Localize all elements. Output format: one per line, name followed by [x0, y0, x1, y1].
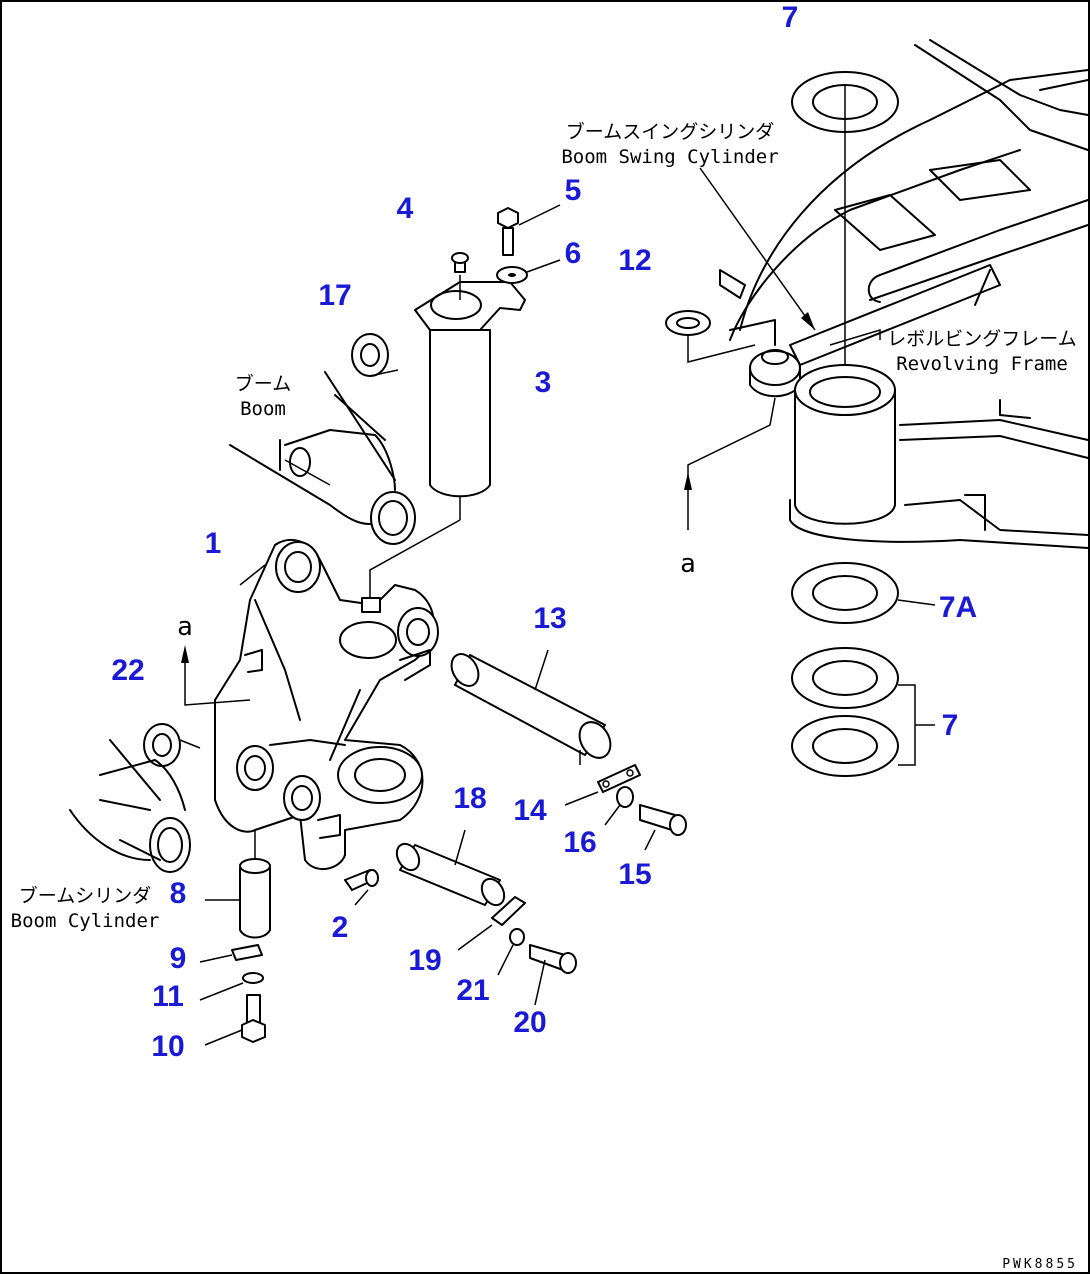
label-boom-cylinder-en: Boom Cylinder	[11, 910, 160, 932]
callout-21: 21	[456, 974, 489, 1007]
shim-7a	[791, 562, 936, 624]
bolt-10	[204, 994, 266, 1046]
callout-8: 8	[170, 877, 187, 910]
boom-cylinder-shape	[69, 739, 191, 873]
reference-a-left	[181, 645, 251, 706]
label-revolving-frame-jp: レボルビングフレーム	[887, 328, 1076, 350]
frame-bushing-shape	[794, 364, 896, 525]
washer-16	[604, 786, 634, 826]
callout-2: 2	[332, 911, 349, 944]
swing-bracket-1	[214, 539, 439, 870]
callout-19: 19	[408, 944, 441, 977]
bolt-2	[344, 869, 379, 906]
label-boom-swing-cylinder-en: Boom Swing Cylinder	[561, 146, 778, 168]
callout-17: 17	[318, 279, 351, 312]
callout-20: 20	[513, 1006, 546, 1039]
label-boom-en: Boom	[240, 398, 286, 420]
washer-22	[143, 723, 201, 767]
boom-swing-cylinder-shape	[749, 264, 1001, 398]
label-boom-swing-cylinder-jp: ブームスイングシリンダ	[566, 120, 774, 143]
bolt-4	[451, 252, 469, 300]
label-ref-a-left: a	[177, 612, 193, 642]
callout-18: 18	[453, 782, 486, 815]
pin-18	[395, 829, 506, 907]
plate-19	[457, 896, 526, 951]
washer-17	[351, 333, 399, 377]
washer-6	[496, 259, 561, 284]
shims-7-bottom	[791, 647, 935, 777]
callout-3: 3	[535, 366, 552, 399]
label-boom-cylinder-jp: ブームシリンダ	[19, 884, 151, 907]
leader-revolving-frame	[829, 328, 881, 346]
callout-16: 16	[563, 826, 596, 859]
callout-10: 10	[151, 1030, 184, 1063]
revolving-frame-shape	[719, 39, 1089, 549]
callout-7-top: 7	[782, 1, 799, 34]
drawing-code: PWK8855	[1002, 1257, 1078, 1272]
callout-12: 12	[618, 244, 651, 277]
callout-1: 1	[205, 527, 222, 560]
leader-boom-swing-cylinder	[699, 167, 816, 331]
callout-4: 4	[397, 192, 414, 225]
bolt-20	[529, 944, 577, 1006]
callout-9: 9	[170, 942, 187, 975]
label-revolving-frame-en: Revolving Frame	[896, 353, 1068, 375]
plate-14	[564, 764, 641, 806]
callout-22: 22	[111, 654, 144, 687]
pin-8	[205, 830, 271, 939]
label-ref-a-right: a	[680, 549, 696, 579]
pin-13	[450, 649, 612, 765]
callout-7-bottom: 7	[942, 709, 959, 742]
bolt-5	[497, 204, 561, 256]
washer-11	[199, 972, 264, 1001]
callout-5: 5	[565, 174, 582, 207]
plate-9	[199, 944, 263, 963]
bolt-15	[639, 804, 687, 851]
washer-21	[497, 928, 525, 976]
reference-a-right	[684, 397, 776, 530]
callout-13: 13	[533, 602, 566, 635]
label-boom-jp: ブーム	[235, 372, 291, 395]
callout-6: 6	[565, 237, 582, 270]
pin-3	[369, 281, 526, 600]
callout-7a: 7A	[939, 591, 977, 624]
callout-14: 14	[513, 794, 547, 827]
callout-15: 15	[618, 858, 651, 891]
boom-shape	[229, 371, 416, 545]
washer-12	[665, 310, 756, 363]
callout-11: 11	[152, 980, 184, 1013]
